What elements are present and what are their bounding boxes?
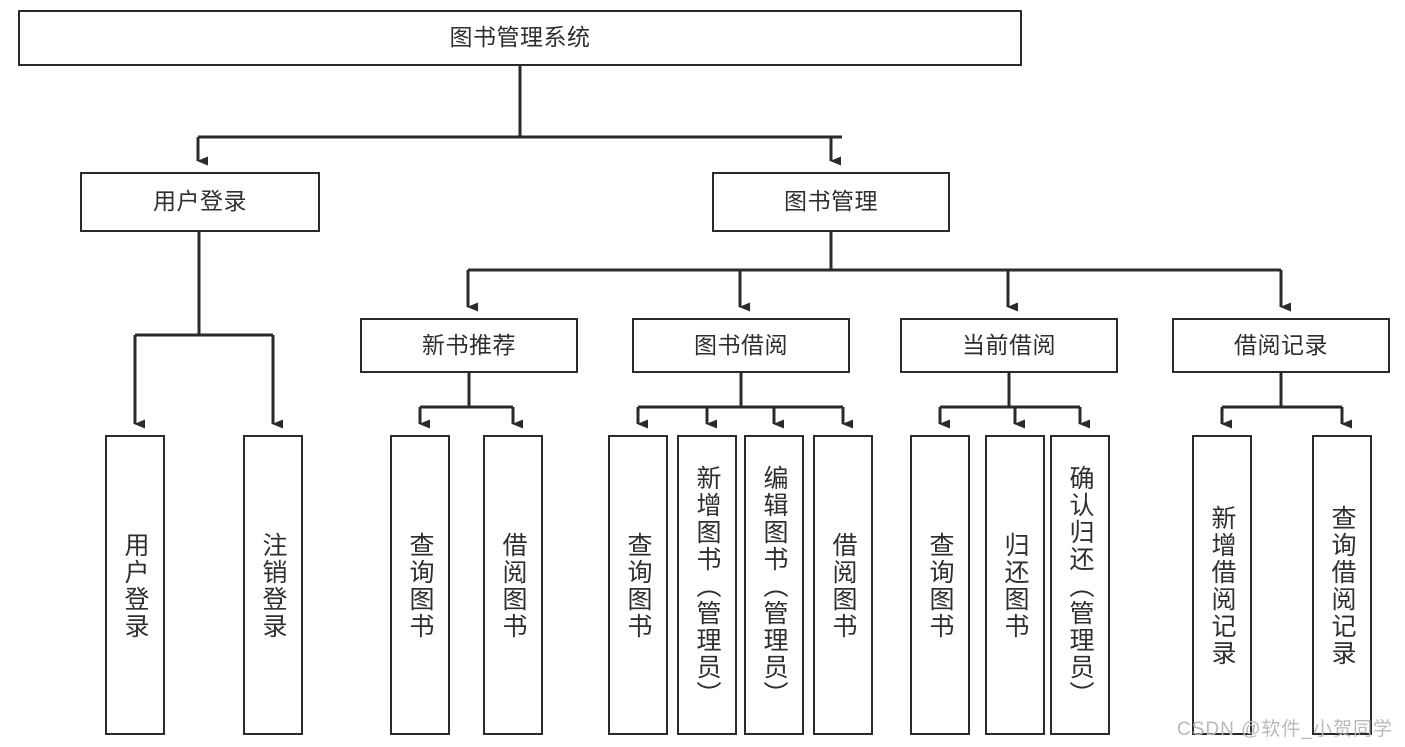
node-new-book-recommend-label: 新书推荐: [422, 331, 516, 358]
node-recommend-query-book-label: 查询图书: [406, 532, 434, 640]
node-user-login[interactable]: 用户登录: [80, 172, 320, 232]
node-user-logout-leaf[interactable]: 注销登录: [243, 435, 303, 735]
node-book-management[interactable]: 图书管理: [712, 172, 950, 232]
node-record-query-label: 查询借阅记录: [1328, 505, 1356, 667]
csdn-watermark: CSDN @软件_小贺同学: [1177, 719, 1393, 740]
node-user-logout-leaf-label: 注销登录: [259, 532, 287, 640]
node-current-borrowing[interactable]: 当前借阅: [900, 318, 1118, 373]
node-borrow-edit-book-admin[interactable]: 编辑图书（管理员）: [744, 435, 804, 735]
node-current-query-book[interactable]: 查询图书: [910, 435, 970, 735]
node-user-login-leaf-label: 用户登录: [121, 532, 149, 640]
node-current-confirm-return-admin[interactable]: 确认归还（管理员）: [1050, 435, 1110, 735]
node-record-add[interactable]: 新增借阅记录: [1192, 435, 1252, 735]
node-borrow-borrow-book[interactable]: 借阅图书: [813, 435, 873, 735]
node-current-borrowing-label: 当前借阅: [962, 331, 1056, 358]
node-root[interactable]: 图书管理系统: [18, 10, 1022, 66]
node-user-login-label: 用户登录: [153, 188, 247, 215]
node-current-return-book-label: 归还图书: [1001, 532, 1029, 640]
node-book-borrowing-label: 图书借阅: [694, 331, 788, 358]
node-root-label: 图书管理系统: [449, 24, 591, 51]
node-recommend-borrow-book[interactable]: 借阅图书: [483, 435, 543, 735]
node-recommend-query-book[interactable]: 查询图书: [390, 435, 450, 735]
node-borrow-borrow-book-label: 借阅图书: [829, 532, 857, 640]
node-record-add-label: 新增借阅记录: [1208, 505, 1236, 667]
node-borrow-query-book-label: 查询图书: [624, 532, 652, 640]
node-borrow-records[interactable]: 借阅记录: [1172, 318, 1390, 373]
node-current-confirm-return-admin-label: 确认归还（管理员）: [1066, 464, 1094, 708]
node-borrow-add-book-admin[interactable]: 新增图书（管理员）: [677, 435, 737, 735]
node-borrow-query-book[interactable]: 查询图书: [608, 435, 668, 735]
node-user-login-leaf[interactable]: 用户登录: [105, 435, 165, 735]
node-borrow-records-label: 借阅记录: [1234, 331, 1328, 358]
node-borrow-add-book-admin-label: 新增图书（管理员）: [693, 464, 721, 708]
node-book-borrowing[interactable]: 图书借阅: [632, 318, 850, 373]
node-book-management-label: 图书管理: [784, 188, 878, 215]
node-new-book-recommend[interactable]: 新书推荐: [360, 318, 578, 373]
node-record-query[interactable]: 查询借阅记录: [1312, 435, 1372, 735]
node-current-return-book[interactable]: 归还图书: [985, 435, 1045, 735]
node-recommend-borrow-book-label: 借阅图书: [499, 532, 527, 640]
node-borrow-edit-book-admin-label: 编辑图书（管理员）: [760, 464, 788, 708]
node-current-query-book-label: 查询图书: [926, 532, 954, 640]
